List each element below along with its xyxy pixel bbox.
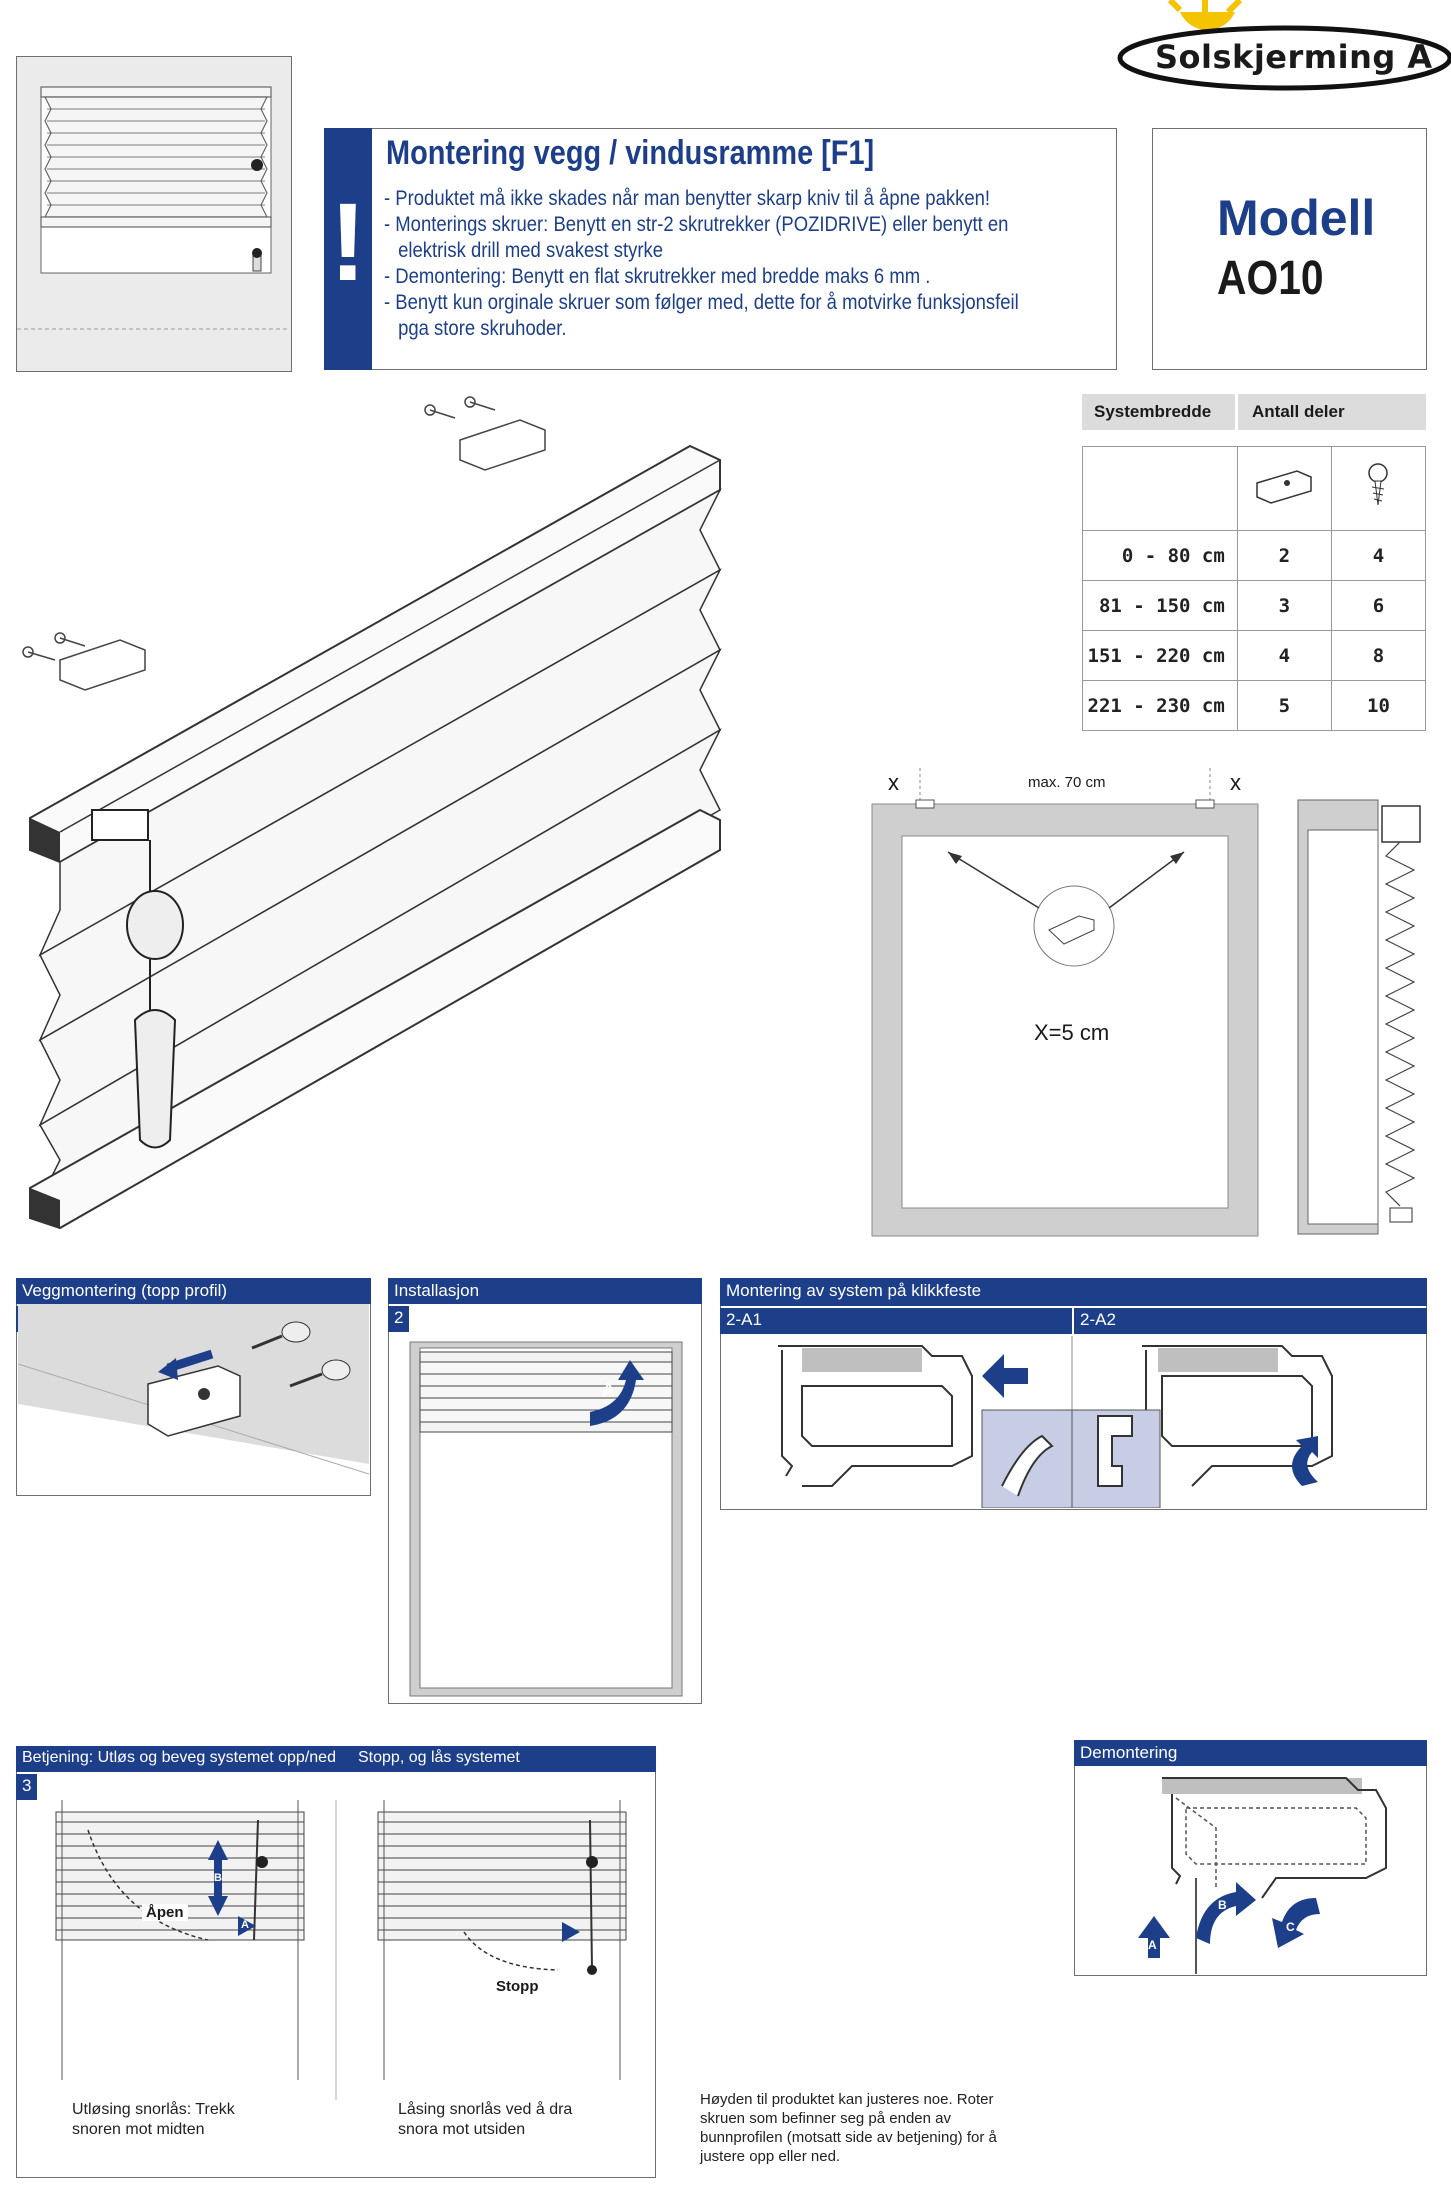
table-cell: 4 bbox=[1330, 530, 1427, 581]
table-cell: 81 - 150 cm bbox=[1082, 580, 1238, 631]
step3-title-right: Stopp, og lås systemet bbox=[352, 1746, 656, 1772]
warning-icon: ! bbox=[329, 181, 367, 304]
max-width-label: max. 70 cm bbox=[1028, 774, 1106, 791]
note-line: - Monterings skruer: Benytt en str-2 skr… bbox=[384, 213, 1009, 236]
notes-list: - Produktet må ikke skades når man benyt… bbox=[384, 186, 1104, 342]
step2a-sub1: 2-A1 bbox=[720, 1308, 1072, 1334]
model-box: Modell AO10 bbox=[1152, 128, 1427, 370]
demount-label-b: B bbox=[1218, 1898, 1227, 1912]
step3-title-left: Betjening: Utløs og beveg systemet opp/n… bbox=[16, 1746, 352, 1772]
note-line: skruen som befinner seg på enden av bbox=[700, 2110, 951, 2127]
note-line: - Demontering: Benytt en flat skrutrekke… bbox=[384, 265, 931, 288]
table-cell-empty bbox=[1082, 446, 1238, 531]
caption-release: Utløsing snorlås: Trekk snoren mot midte… bbox=[72, 2100, 235, 2140]
demount-label-c: C bbox=[1286, 1920, 1295, 1934]
caption-line: Utløsing snorlås: Trekk bbox=[72, 2101, 235, 2118]
caption-line: snora mot utsiden bbox=[398, 2121, 526, 2138]
step2a-title: Montering av system på klikkfeste bbox=[720, 1278, 1427, 1306]
open-label: Åpen bbox=[142, 1904, 188, 1921]
step2-title: Installasjon bbox=[388, 1278, 702, 1304]
height-adjust-note: Høyden til produktet kan justeres noe. R… bbox=[700, 2090, 1030, 2166]
note-line: - Benytt kun orginale skruer som følger … bbox=[384, 291, 1019, 314]
model-code: AO10 bbox=[1217, 252, 1324, 305]
demount-title: Demontering bbox=[1074, 1740, 1427, 1766]
table-cell: 4 bbox=[1236, 630, 1332, 681]
note-line: elektrisk drill med svakest styrke bbox=[398, 239, 664, 262]
bracket-icon bbox=[1236, 446, 1332, 531]
table-cell: 2 bbox=[1236, 530, 1332, 581]
bracket-icon bbox=[22, 396, 546, 691]
demount-illustration: A B C bbox=[1076, 1768, 1425, 1974]
note-line: bunnprofilen (motsatt side av betjening)… bbox=[700, 2129, 997, 2146]
step3-illustration: Åpen Stopp A B bbox=[18, 1800, 654, 2100]
blind-thumbnail bbox=[16, 56, 292, 372]
model-label: Modell bbox=[1217, 190, 1376, 246]
x-right-label: x bbox=[1230, 770, 1241, 795]
page-title: Montering vegg / vindusramme [F1] bbox=[386, 134, 875, 172]
brand-logo: Solskjerming A bbox=[1110, 0, 1451, 100]
mounting-instructions-box bbox=[324, 128, 1117, 370]
note-line: - Produktet må ikke skades når man benyt… bbox=[384, 187, 991, 210]
stop-label: Stopp bbox=[496, 1978, 539, 1995]
sun-logo-icon bbox=[1117, 0, 1451, 91]
step2a-sub2: 2-A2 bbox=[1074, 1308, 1427, 1334]
step2-arrow-label: A bbox=[602, 1380, 615, 1400]
step2-illustration: A bbox=[390, 1336, 700, 1702]
x-value-label: X=5 cm bbox=[1034, 1020, 1110, 1045]
table-cell: 0 - 80 cm bbox=[1082, 530, 1238, 581]
caption-lock: Låsing snorlås ved å dra snora mot utsid… bbox=[398, 2100, 572, 2140]
note-line: pga store skruhoder. bbox=[398, 317, 567, 340]
table-cell: 10 bbox=[1330, 680, 1427, 731]
table-cell: 221 - 230 cm bbox=[1082, 680, 1238, 731]
demount-label-a: A bbox=[1148, 1938, 1157, 1952]
note-line: justere opp eller ned. bbox=[700, 2148, 841, 2165]
placement-diagram: x x max. 70 cm X=5 cm bbox=[864, 768, 1264, 1243]
x-left-label: x bbox=[888, 770, 899, 795]
table-header-parts: Antall deler bbox=[1238, 394, 1426, 430]
label-b: B bbox=[214, 1872, 222, 1884]
brand-name: Solskjerming A bbox=[1155, 38, 1433, 76]
step2-number: 2 bbox=[388, 1306, 410, 1332]
note-line: Høyden til produktet kan justeres noe. R… bbox=[700, 2091, 994, 2108]
table-cell: 8 bbox=[1330, 630, 1427, 681]
table-header-system: Systembredde bbox=[1082, 394, 1235, 430]
caption-line: Låsing snorlås ved å dra bbox=[398, 2101, 573, 2118]
table-cell: 151 - 220 cm bbox=[1082, 630, 1238, 681]
system-width-table: 0 - 80 cm 2 4 81 - 150 cm 3 6 151 - 220 … bbox=[1082, 446, 1427, 731]
table-cell: 6 bbox=[1330, 580, 1427, 631]
step2a-illustration bbox=[722, 1336, 1425, 1509]
table-cell: 3 bbox=[1236, 580, 1332, 631]
table-cell: 5 bbox=[1236, 680, 1332, 731]
warning-bar: ! bbox=[324, 128, 372, 370]
step1-title: Veggmontering (topp profil) bbox=[16, 1278, 371, 1304]
step1-illustration bbox=[17, 1304, 370, 1494]
label-a: A bbox=[241, 1919, 249, 1931]
caption-line: snoren mot midten bbox=[72, 2121, 205, 2138]
blind-illustration bbox=[0, 380, 740, 1260]
step3-number: 3 bbox=[16, 1774, 38, 1800]
screw-icon bbox=[1330, 446, 1427, 531]
side-profile bbox=[1296, 798, 1426, 1238]
